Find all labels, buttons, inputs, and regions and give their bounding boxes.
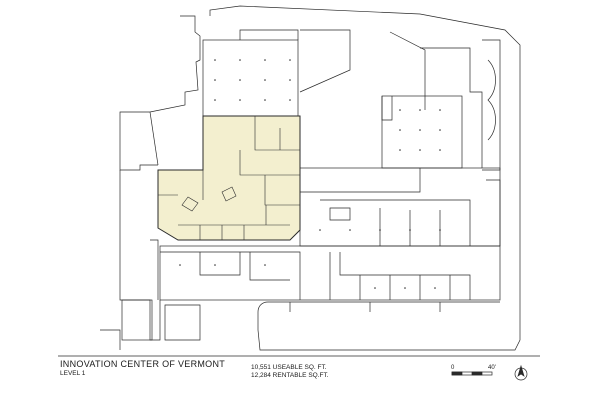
- access-road: [209, 5, 521, 351]
- leased-suite[interactable]: [157, 115, 301, 241]
- column-grid: [179, 59, 441, 289]
- annex-south-west: [119, 170, 161, 341]
- scale-bar: [451, 371, 493, 376]
- adjacent-building-outline: [119, 15, 201, 171]
- north-arrow-icon: [514, 364, 528, 381]
- suite-partitions: [158, 116, 300, 240]
- block-north-west: [202, 39, 299, 117]
- block-north-east: [381, 95, 463, 169]
